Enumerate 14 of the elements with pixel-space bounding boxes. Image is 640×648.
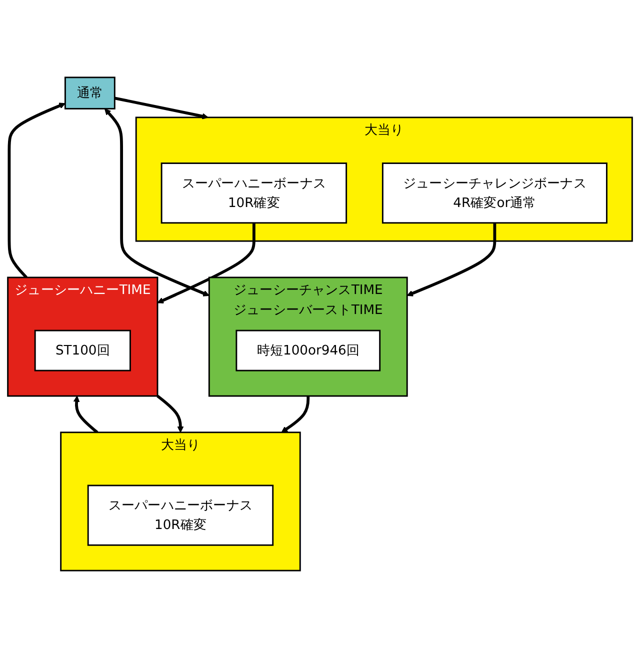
arrow (157, 222, 256, 304)
arrow (73, 396, 98, 434)
node-box: スーパーハニーボーナス 10R確変 (160, 162, 348, 224)
arrow (156, 394, 184, 433)
node-box: 時短100or946回 (236, 330, 381, 372)
node-box: ジューシーチャレンジボーナス 4R確変or通常 (382, 162, 608, 224)
arrow (104, 108, 210, 296)
node-box: スーパーハニーボーナス 10R確変 (87, 484, 274, 546)
node-box: ST100回 (34, 330, 131, 372)
arrow (406, 222, 496, 296)
arrow (281, 396, 310, 433)
arrow (8, 102, 66, 278)
arrow (114, 96, 208, 120)
node-box: 通常 (64, 76, 116, 110)
